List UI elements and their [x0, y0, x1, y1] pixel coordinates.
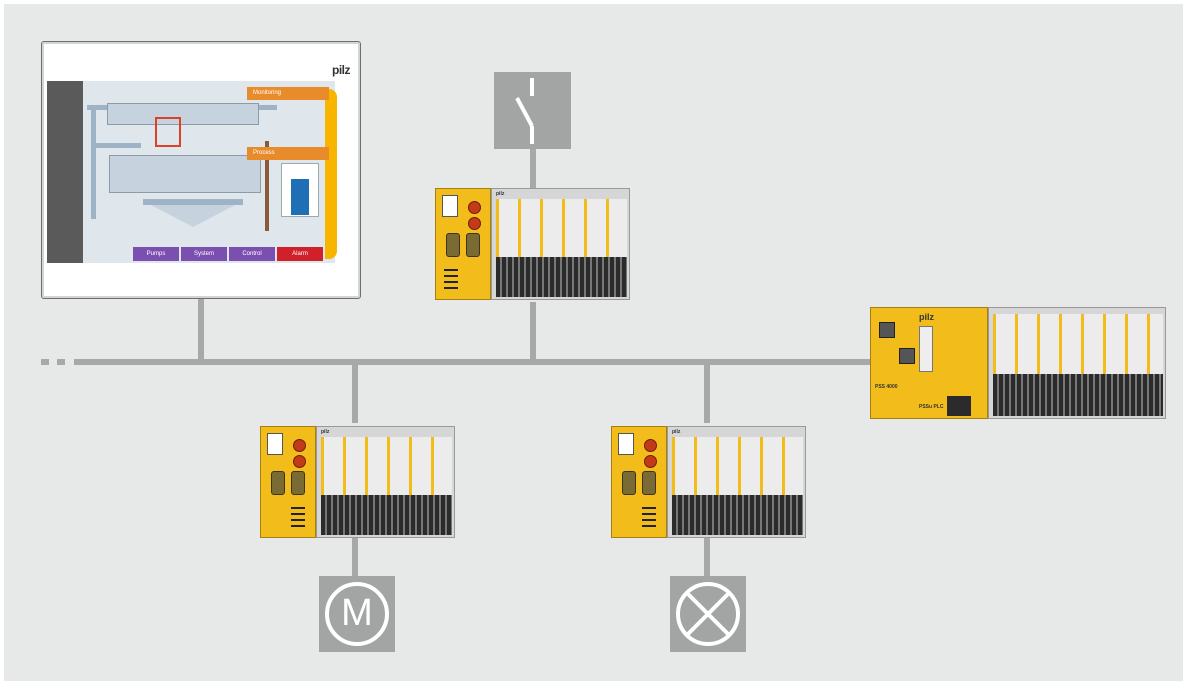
vent — [444, 287, 458, 289]
vent — [291, 513, 305, 515]
io-display — [267, 433, 283, 455]
connector-2 — [642, 471, 656, 495]
plc-terminal-blocks — [993, 374, 1163, 416]
hmi-pipe-mid — [91, 143, 141, 148]
io-terminal-blocks — [321, 495, 452, 535]
hmi-pilz-logo: pilz — [332, 63, 351, 77]
ethernet-port-1 — [879, 322, 895, 338]
hmi-level-gauge-fill — [291, 179, 309, 215]
io-display — [618, 433, 634, 455]
io-head-module — [611, 426, 667, 538]
address-switch-2 — [644, 455, 657, 468]
vent — [444, 281, 458, 283]
io-slice-fronts — [496, 199, 627, 257]
plc-terminals — [947, 396, 971, 416]
motor-symbol: M — [319, 576, 395, 652]
hmi-tank-lower — [109, 155, 261, 193]
hmi-pipe-left — [91, 109, 96, 219]
hmi-label-monitoring: Monitoring — [247, 87, 329, 100]
plc-led-strip — [919, 326, 933, 372]
switch-link-line — [530, 146, 536, 192]
network-bus-dash-2 — [57, 359, 65, 365]
connector-1 — [622, 471, 636, 495]
io-slice-fronts — [321, 437, 452, 495]
io-station-left: pilz — [260, 426, 455, 538]
motor-link-line — [352, 536, 358, 578]
vent — [642, 525, 656, 527]
plc-pilz-logo: pilz — [919, 312, 934, 322]
hmi-pipe-bottom — [143, 199, 243, 205]
plc-head: pilz PSS 4000 PSSu PLC — [870, 307, 988, 419]
motor-icon — [325, 582, 389, 646]
io-pilz-logo: pilz — [672, 429, 681, 435]
connector-1 — [271, 471, 285, 495]
vent — [642, 513, 656, 515]
vent — [642, 507, 656, 509]
hmi-highlight-box — [155, 117, 181, 147]
hmi-screen: Monitoring Process Pumps System Control … — [47, 81, 337, 263]
connector-2 — [466, 233, 480, 257]
plc-slice-fronts — [993, 314, 1163, 374]
address-switch-2 — [468, 217, 481, 230]
hmi-button-system[interactable]: System — [181, 247, 227, 261]
io-head-module — [260, 426, 316, 538]
hmi-label-process: Process — [247, 147, 329, 160]
io-slice-modules: pilz — [667, 426, 806, 538]
vent — [642, 519, 656, 521]
vent — [291, 525, 305, 527]
plc-name-label: PSSu PLC — [919, 404, 944, 410]
network-bus — [74, 359, 876, 365]
diagram-canvas: pilz Monitoring Process Pumps System Con… — [4, 4, 1183, 681]
vent — [444, 275, 458, 277]
io-slice-fronts — [672, 437, 803, 495]
io-terminal-blocks — [672, 495, 803, 535]
connector-1 — [446, 233, 460, 257]
io-slice-modules: pilz — [491, 188, 630, 300]
hmi-screen-rail — [325, 89, 337, 259]
vent — [444, 269, 458, 271]
lamp-icon — [676, 582, 740, 646]
left-io-drop-line — [352, 361, 358, 423]
hmi-button-alarm[interactable]: Alarm — [277, 247, 323, 261]
motor-label: M — [341, 592, 373, 634]
io-terminal-blocks — [496, 257, 627, 297]
right-io-drop-line — [704, 361, 710, 423]
plc-model-label: PSS 4000 — [875, 384, 898, 390]
hmi-pipe-brown — [265, 141, 269, 231]
hmi-button-pumps[interactable]: Pumps — [133, 247, 179, 261]
network-bus-dash-1 — [41, 359, 49, 365]
hmi-drop-line — [198, 297, 204, 361]
hmi-hopper — [151, 205, 235, 227]
plc-controller: pilz PSS 4000 PSSu PLC — [870, 307, 1170, 419]
io-station-right: pilz — [611, 426, 806, 538]
io-head-module — [435, 188, 491, 300]
address-switch-1 — [468, 201, 481, 214]
connector-2 — [291, 471, 305, 495]
io-pilz-logo: pilz — [321, 429, 330, 435]
hmi-panel: pilz Monitoring Process Pumps System Con… — [41, 41, 361, 299]
ethernet-port-2 — [899, 348, 915, 364]
switch-symbol — [494, 72, 571, 149]
plc-io-slices — [988, 307, 1166, 419]
vent — [291, 507, 305, 509]
top-io-drop-line — [530, 302, 536, 361]
io-pilz-logo: pilz — [496, 191, 505, 197]
io-station-top: pilz — [435, 188, 630, 300]
switch-icon — [515, 78, 534, 144]
hmi-tank-upper — [107, 103, 259, 125]
lamp-symbol — [670, 576, 746, 652]
hmi-button-control[interactable]: Control — [229, 247, 275, 261]
hmi-screen-sidebar — [47, 81, 83, 263]
address-switch-2 — [293, 455, 306, 468]
address-switch-1 — [293, 439, 306, 452]
vent — [291, 519, 305, 521]
address-switch-1 — [644, 439, 657, 452]
lamp-link-line — [704, 536, 710, 578]
io-display — [442, 195, 458, 217]
io-slice-modules: pilz — [316, 426, 455, 538]
